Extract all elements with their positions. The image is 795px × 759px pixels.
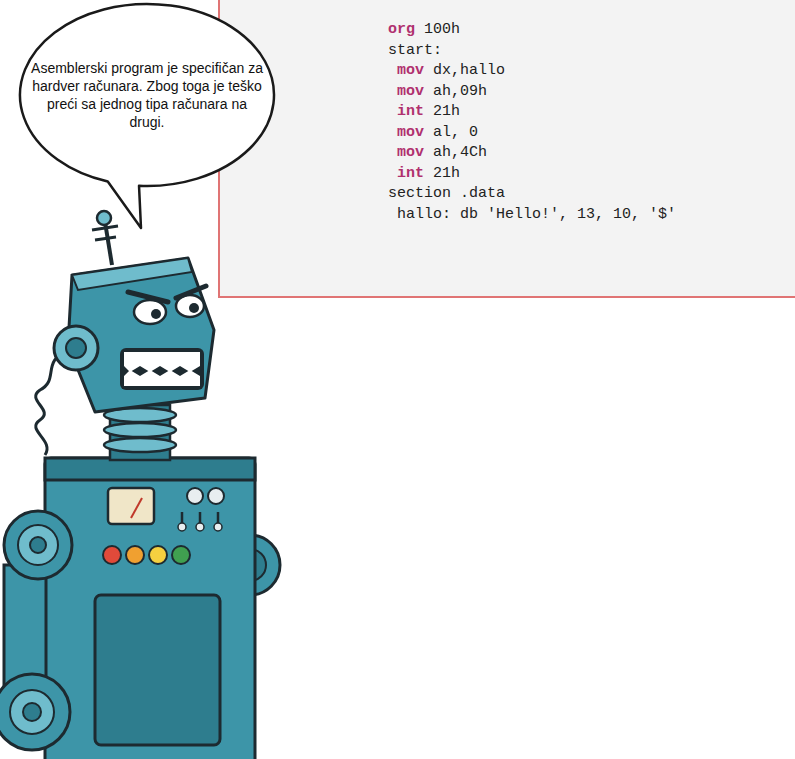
code-keyword: int [397, 164, 424, 184]
code-keyword: int [397, 102, 424, 122]
code-text: section .data [388, 184, 505, 204]
code-keyword: mov [397, 123, 424, 143]
code-text: dx,hallo [433, 61, 505, 81]
code-line: mov ah,09h [388, 82, 487, 102]
speech-text: Asemblerski program je specifičan za har… [29, 59, 265, 131]
code-keyword: org [388, 20, 415, 40]
code-text: al, 0 [433, 123, 478, 143]
code-text: start: [388, 41, 442, 61]
code-keyword: mov [397, 143, 424, 163]
code-line: section .data [388, 184, 505, 204]
speech-bubble: Asemblerski program je specifičan za har… [18, 2, 276, 188]
code-text: 100h [424, 20, 460, 40]
code-line: start: [388, 41, 442, 61]
code-line: mov ah,4Ch [388, 143, 487, 163]
code-line: mov dx,hallo [388, 61, 505, 81]
code-line: org 100h [388, 20, 460, 40]
code-text: ah,4Ch [433, 143, 487, 163]
code-text: 21h [433, 164, 460, 184]
code-line: int 21h [388, 102, 460, 122]
code-keyword: mov [397, 82, 424, 102]
code-keyword: mov [397, 61, 424, 81]
code-text: 21h [433, 102, 460, 122]
code-text: ah,09h [433, 82, 487, 102]
code-line: mov al, 0 [388, 123, 478, 143]
code-box: org100hstart:movdx,hallomovah,09hint21hm… [218, 0, 795, 298]
code-text: hallo: db 'Hello!', 13, 10, '$' [397, 205, 676, 225]
code-line: int 21h [388, 164, 460, 184]
code-line: hallo: db 'Hello!', 13, 10, '$' [388, 205, 676, 225]
